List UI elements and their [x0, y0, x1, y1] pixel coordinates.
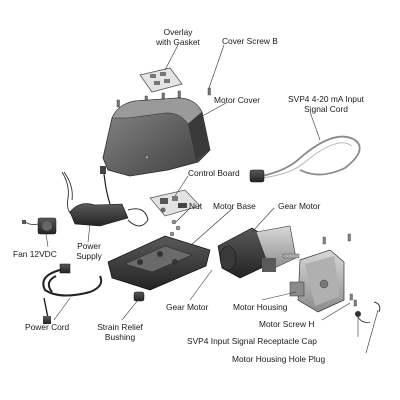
strain-relief-label: Strain Relief Bushing: [88, 322, 152, 342]
overlay-gasket-label-line1: Overlay: [163, 27, 193, 37]
motor-cover-part: ■: [102, 97, 211, 177]
gear-motor-bottom-label: Gear Motor: [166, 302, 209, 312]
svp4-signal-cord-label: SVP4 4-20 mA Input Signal Cord: [278, 94, 374, 114]
nut-label: Nut: [189, 201, 203, 211]
motor-housing-label: Motor Housing: [233, 302, 288, 312]
overlay-gasket-part: [139, 67, 183, 93]
power-supply-label-line2: Supply: [76, 251, 102, 261]
strain-relief-part: [133, 291, 145, 302]
hole-plug-part: [373, 301, 381, 313]
hole-plug-label: Motor Housing Hole Plug: [232, 354, 326, 364]
motor-screw-h-label: Motor Screw H: [259, 319, 315, 329]
motor-cover-label: Motor Cover: [214, 95, 261, 105]
gear-motor-top-label: Gear Motor: [278, 201, 321, 211]
strain-relief-label-line1: Strain Relief: [97, 322, 143, 332]
overlay-gasket-label-line2: with Gasket: [156, 37, 200, 47]
svg-text:■: ■: [146, 155, 148, 159]
gear-motor-part: [217, 225, 300, 279]
power-cord-label: Power Cord: [25, 322, 70, 332]
control-board-label: Control Board: [188, 168, 240, 178]
nut-parts: [169, 219, 181, 237]
receptacle-cap-label: SVP4 Input Signal Receptacle Cap: [187, 336, 317, 346]
svp4-signal-cord-label-line1: SVP4 4-20 mA Input: [288, 94, 364, 104]
signal-cord-part: [249, 135, 361, 183]
motor-housing-part: [289, 249, 345, 313]
power-cord-part: [42, 263, 103, 324]
overlay-gasket-label: Overlay with Gasket: [148, 27, 208, 47]
receptacle-cap-part: [355, 311, 371, 323]
control-board-part: [149, 189, 201, 217]
motor-screw-parts: [322, 233, 357, 307]
svp4-signal-cord-label-line2: Signal Cord: [304, 104, 348, 114]
power-supply-label: Power Supply: [72, 241, 106, 261]
power-supply-part: [69, 166, 149, 227]
cover-screw-b-label: Cover Screw B: [222, 36, 278, 46]
power-supply-label-line1: Power: [77, 241, 101, 251]
motor-base-part: [107, 235, 211, 291]
motor-base-label: Motor Base: [213, 201, 256, 211]
fan-lead-wires: [61, 171, 73, 216]
fan-part: [22, 217, 57, 235]
leader-lines: [45, 44, 379, 354]
fan-12vdc-label: Fan 12VDC: [13, 249, 57, 259]
strain-relief-label-line2: Bushing: [104, 332, 136, 342]
